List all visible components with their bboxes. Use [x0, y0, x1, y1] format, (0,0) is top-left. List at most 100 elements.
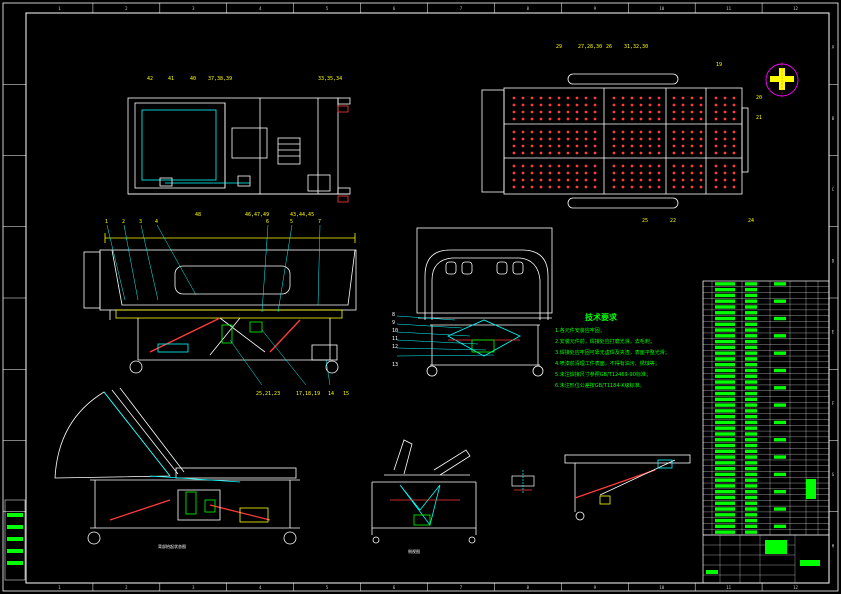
plan-dot [584, 110, 588, 114]
plan-dot [593, 103, 597, 107]
plan-dot [566, 151, 570, 155]
plan-dot [732, 185, 736, 189]
parts-cell [715, 328, 735, 332]
plan-dot [630, 171, 634, 175]
plan-dot [612, 144, 616, 148]
parts-cell [774, 455, 786, 459]
parts-cell [745, 397, 757, 402]
plan-dot [566, 117, 570, 121]
zone-label-bottom: 10 [659, 585, 664, 590]
plan-dot [557, 144, 561, 148]
plan-dot [539, 178, 543, 182]
plan-dot [521, 171, 525, 175]
plan-dot [521, 164, 525, 168]
side-view [83, 233, 357, 374]
parts-cell [774, 524, 786, 529]
parts-cell [715, 299, 735, 303]
plan-dot [575, 144, 579, 148]
plan-dot [557, 103, 561, 107]
raised-view-caption: 背部抬起状态图 [158, 543, 186, 549]
part-label: 10 [392, 328, 398, 334]
plan-dot [584, 151, 588, 155]
parts-cell [774, 472, 786, 477]
parts-cell [774, 334, 786, 338]
plan-dot [612, 185, 616, 189]
plan-dot [672, 178, 676, 182]
plan-dot [539, 164, 543, 168]
parts-cell [745, 484, 757, 488]
plan-dot [530, 117, 534, 121]
plan-dot [648, 151, 652, 155]
part-label: 29 [556, 44, 562, 50]
parts-cell [745, 305, 757, 309]
plan-dot [732, 96, 736, 100]
plan-dot [548, 185, 552, 189]
plan-dot [630, 144, 634, 148]
plan-dot [714, 130, 718, 134]
plan-dot [566, 164, 570, 168]
zone-label-bottom: 4 [259, 585, 262, 590]
plan-dot [648, 144, 652, 148]
plan-dot [557, 110, 561, 114]
parts-cell [745, 449, 757, 453]
tech-line-2: 2.安装元件前，焊接处应打磨光滑，去毛刺； [555, 338, 655, 345]
plan-dot [732, 171, 736, 175]
plan-dot [566, 130, 570, 134]
plan-dot [699, 178, 703, 182]
plan-dot [539, 103, 543, 107]
plan-dot [639, 103, 643, 107]
plan-dot [699, 151, 703, 155]
parts-cell [715, 478, 735, 482]
zone-label-side: E [832, 330, 835, 335]
plan-dot [566, 144, 570, 148]
zone-label-bottom: 1 [58, 585, 61, 590]
plan-dot [539, 137, 543, 141]
plan-dot [657, 171, 661, 175]
plan-dot [681, 151, 685, 155]
detail-view [564, 454, 691, 521]
parts-cell [745, 351, 757, 355]
plan-dot [714, 151, 718, 155]
plan-dot [723, 103, 727, 107]
parts-cell [774, 420, 786, 425]
parts-cell [715, 334, 735, 338]
title-cell [800, 560, 820, 566]
plan-dot [714, 103, 718, 107]
plan-dot [732, 144, 736, 148]
parts-cell [745, 432, 757, 436]
plan-dot [621, 164, 625, 168]
part-label: 9 [392, 320, 395, 326]
parts-cell [715, 472, 735, 477]
plan-dot [530, 171, 534, 175]
plan-dot [575, 137, 579, 141]
part-label: 25,21,23 [256, 391, 280, 397]
plan-dot [723, 137, 727, 141]
parts-cell [715, 409, 735, 413]
plan-dot [621, 130, 625, 134]
plan-dot [530, 164, 534, 168]
parts-cell [715, 380, 735, 384]
plan-dot [690, 151, 694, 155]
parts-cell [715, 530, 735, 534]
plan-dot [521, 178, 525, 182]
plan-dot [557, 96, 561, 100]
parts-cell [745, 443, 757, 448]
part-label: 24 [748, 218, 754, 224]
plan-dot [539, 130, 543, 134]
plan-dot [699, 185, 703, 189]
parts-cell [715, 311, 735, 315]
raised-view [54, 387, 300, 545]
plan-dot [530, 137, 534, 141]
plan-dot [575, 171, 579, 175]
parts-cell [745, 420, 757, 425]
parts-cell [715, 282, 735, 286]
zone-label-side: D [832, 258, 835, 263]
plan-dot [521, 185, 525, 189]
parts-cell [745, 363, 757, 367]
part-label: 20 [756, 95, 762, 101]
plan-dot [621, 96, 625, 100]
plan-dot [672, 103, 676, 107]
tech-line-6: 6.未注形位公差按GB/T1184-K级标准。 [555, 382, 645, 389]
parts-cell [715, 293, 735, 298]
